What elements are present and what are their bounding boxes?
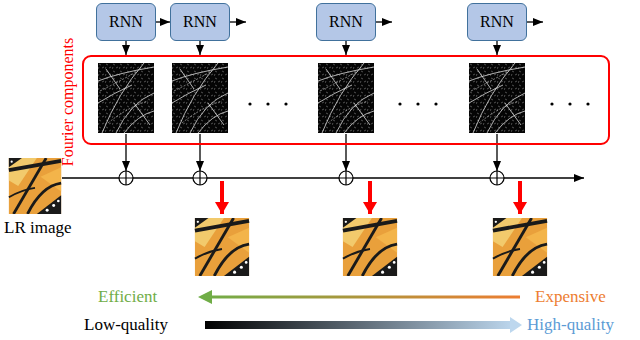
ellipsis-dots <box>248 102 589 105</box>
components-band: Fourier components <box>82 55 610 145</box>
timeline-arrow <box>62 177 584 179</box>
fourier-image <box>172 63 228 133</box>
connector-arrow <box>496 41 497 55</box>
scale-label: High-quality <box>527 315 614 335</box>
scale-label: Low-quality <box>84 315 168 335</box>
quality-bar <box>205 321 511 329</box>
scale-label: Expensive <box>535 287 606 307</box>
rnn-box: RNN <box>316 3 376 41</box>
box-label: RNN <box>329 13 363 31</box>
connector-arrow <box>156 21 170 22</box>
image-label: LR image <box>4 218 72 238</box>
box-label: RNN <box>480 13 514 31</box>
band-heading: Fourier components <box>59 38 77 166</box>
fourier-image <box>469 63 525 133</box>
connector-arrow <box>199 41 200 55</box>
quality-arrowhead <box>510 317 522 333</box>
scale-label: Efficient <box>98 287 157 307</box>
box-label: RNN <box>183 13 217 31</box>
component-arrow <box>126 134 497 171</box>
sr-image <box>195 218 249 276</box>
connector-arrow <box>125 41 126 55</box>
sr-image <box>343 218 397 276</box>
rnn-box: RNN <box>170 3 230 41</box>
cost-arrowhead <box>198 290 212 304</box>
connector-arrow <box>345 41 346 55</box>
fourier-image <box>98 63 154 133</box>
sum-symbol <box>119 171 504 185</box>
rnn-box: RNN <box>96 3 156 41</box>
lr-image <box>9 158 61 214</box>
sr-image <box>493 218 547 276</box>
rnn-box: RNN <box>467 3 527 41</box>
fourier-image <box>318 63 374 133</box>
output-arrow <box>222 181 520 214</box>
cost-arrow <box>210 296 520 299</box>
box-label: RNN <box>109 13 143 31</box>
